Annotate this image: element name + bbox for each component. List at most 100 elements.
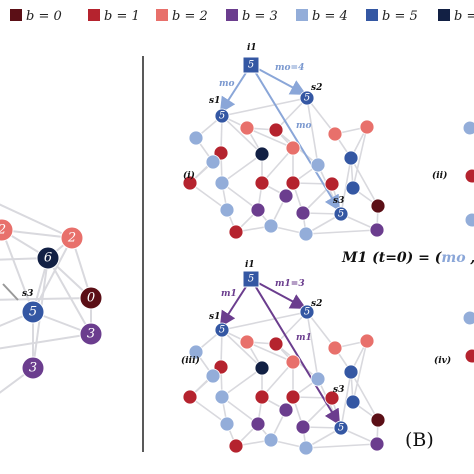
legend-label: b = 3 [242,9,278,24]
network-node: 2 [60,226,84,250]
edge [0,203,73,239]
panel-ii-id: (ii) [432,170,447,181]
network-node [343,150,359,166]
network-node: 5 [214,322,230,338]
network-node [254,389,270,405]
edge [275,97,308,131]
legend-swatch [366,9,378,21]
network-node [268,336,284,352]
network-node [369,436,385,452]
panel-iii-id: (iii) [181,355,200,366]
edge [221,396,259,425]
network-node [188,344,204,360]
panel-iii-s3-label: s3 [333,385,344,395]
panel-iii-i-label: i1 [245,260,255,270]
network-node [359,119,375,135]
panel-iii-nodes: 5 5 5 5 [182,270,386,456]
edge [221,97,308,117]
legend-swatch [226,9,238,21]
message-arrow [250,278,341,426]
network-node [462,310,474,326]
edge [275,311,308,345]
network-node [345,394,361,410]
panel-iii-s2-label: s2 [311,299,322,309]
left-arrow [2,283,19,301]
network-node [219,202,235,218]
legend-item: b = 2 [156,9,208,24]
network-node: 2 [0,218,14,242]
network-node [250,202,266,218]
legend-label: b = 6 [454,9,474,24]
network-node [263,218,279,234]
network-node [285,354,301,370]
network-node [254,360,270,376]
edge [221,311,308,331]
legend-item: b = 6 [438,9,474,24]
edge [32,237,73,313]
panel-i-i-label: i1 [247,43,257,53]
network-node [295,205,311,221]
legend-label: b = 5 [382,9,418,24]
panel-i-s1-label: s1 [209,96,220,106]
network-node: 5 [214,108,230,124]
panel-letter-b: (B) [405,429,434,451]
network-node [359,333,375,349]
node-label: 5 [304,307,310,318]
network-node [254,146,270,162]
network-node [263,432,279,448]
edge [221,367,263,398]
node-label: 5 [338,423,344,434]
panel-i-s2-label: s2 [311,83,322,93]
network-node [205,154,221,170]
network-node [188,130,204,146]
network-node [278,188,294,204]
network-node: 5 [242,56,260,74]
network-node [327,340,343,356]
panel-i-id: (i) [183,170,195,181]
panel-i-m-c: mo [296,121,312,131]
legend-label: b = 0 [26,9,62,24]
network-node: 6 [36,246,60,270]
message-arrow [250,64,307,95]
right-partial-nodes [462,120,474,364]
edge [350,371,379,421]
network-node: 3 [21,356,45,380]
left-panel-nodes: 2605332 [0,218,103,380]
network-node [370,198,386,214]
legend-item: b = 0 [10,9,62,24]
network-node [182,389,198,405]
network-node [343,364,359,380]
network-node [278,402,294,418]
edge [306,311,319,380]
legend-label: b = 4 [312,9,348,24]
legend-item: b = 1 [88,9,140,24]
panel-iii-m-c: m1 [296,333,312,343]
edge [352,126,368,189]
node-label: 5 [338,209,344,220]
edge [350,157,379,207]
network-node [298,226,314,242]
node-label: 2 [0,223,6,238]
edge [352,340,368,403]
network-node: 0 [79,286,103,310]
network-node [268,122,284,138]
network-node [285,175,301,191]
node-label: 0 [87,291,95,306]
edge [189,182,228,211]
edge [1,229,34,313]
edge [246,341,294,363]
edge [305,443,378,449]
node-label: 5 [248,274,254,285]
panel-i-s3-label: s3 [333,196,344,206]
message-arrow [250,64,341,212]
panel-i-m-b: mo=4 [275,63,304,73]
panel-iii-m-a: m1 [221,289,237,299]
network-node [285,389,301,405]
panel-i-m-a: mo [219,79,235,89]
equation: M1 (t=0) = (mo , m [341,250,474,266]
legend: b = 0 b = 1 b = 2 b = 3 b = 4 b = 5 b = 6 [10,9,474,24]
network-node [370,412,386,428]
network-node [214,389,230,405]
network-node [464,168,474,184]
